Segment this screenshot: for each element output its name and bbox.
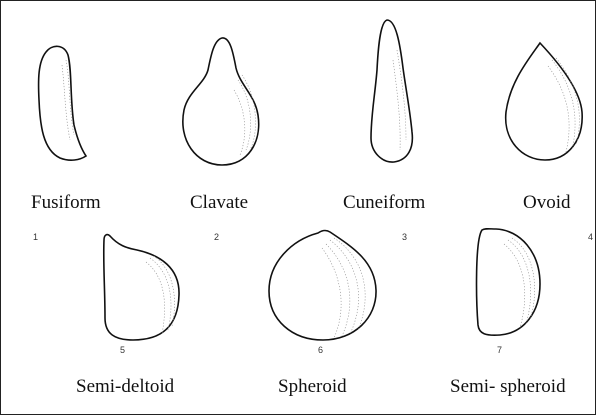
fusiform-shape — [39, 46, 86, 160]
semi-spheroid-shape — [477, 229, 540, 335]
ovoid-label: Ovoid — [523, 193, 571, 212]
shape-number-2: 2 — [214, 233, 219, 242]
shape-number-4: 4 — [588, 233, 593, 242]
shape-number-3: 3 — [402, 233, 407, 242]
shape-number-1: 1 — [33, 233, 38, 242]
semi-deltoid-label: Semi-deltoid — [76, 377, 174, 396]
cuneiform-shape — [371, 20, 412, 162]
spheroid-shape — [269, 230, 376, 340]
ovoid-shape — [506, 43, 582, 160]
shape-number-7: 7 — [497, 346, 502, 355]
semi-spheroid-label: Semi- spheroid — [450, 377, 566, 396]
semi-deltoid-shape — [104, 235, 179, 340]
clavate-label: Clavate — [190, 193, 248, 212]
spheroid-label: Spheroid — [278, 377, 347, 396]
fusiform-label: Fusiform — [31, 193, 101, 212]
clavate-shape — [183, 38, 259, 165]
cuneiform-label: Cuneiform — [343, 193, 425, 212]
shape-number-5: 5 — [120, 346, 125, 355]
shape-number-6: 6 — [318, 346, 323, 355]
